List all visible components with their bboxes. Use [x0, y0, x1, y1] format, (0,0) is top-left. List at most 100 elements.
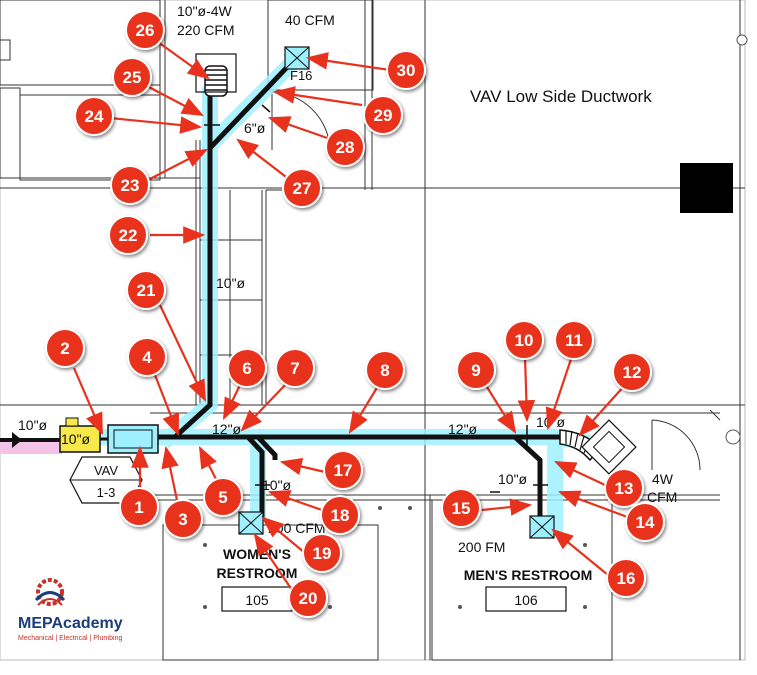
callout-6: 6 — [227, 348, 267, 388]
callout-number: 4 — [142, 348, 152, 367]
label-6dia: 6"ø — [244, 120, 266, 136]
ductwork — [158, 60, 562, 520]
label-10dia-wr: 10"ø — [262, 477, 292, 493]
callout-number: 21 — [137, 281, 156, 300]
flow-arrow-icon — [12, 432, 22, 448]
callout-12: 12 — [612, 352, 652, 392]
grille-16 — [529, 515, 555, 539]
callout-2: 2 — [45, 328, 85, 368]
callout-number: 10 — [515, 331, 534, 350]
callout-number: 28 — [336, 138, 355, 157]
callout-arrows — [72, 41, 631, 591]
label-40cfm: 40 CFM — [285, 12, 335, 28]
mens-label: MEN'S RESTROOM — [464, 567, 593, 583]
callout-23: 23 — [110, 165, 150, 205]
label-vav: VAV — [94, 463, 118, 478]
label-10dia-mr: 10"ø — [498, 471, 528, 487]
mep-academy-logo: MEPAcademy Mechanical | Electrical | Plu… — [18, 578, 123, 642]
callout-17: 17 — [323, 450, 363, 490]
callout-number: 29 — [374, 106, 393, 125]
label-220cfm: 220 CFM — [177, 22, 235, 38]
callout-16: 16 — [606, 558, 646, 598]
label-10dia-vertical: 10"ø — [216, 275, 246, 291]
callout-19: 19 — [302, 533, 342, 573]
label-10dia-inlet: 10"ø — [18, 417, 48, 433]
room-106-box — [485, 586, 567, 612]
callout-8: 8 — [365, 350, 405, 390]
callout-number: 16 — [617, 569, 636, 588]
callout-26: 26 — [125, 10, 165, 50]
callout-3: 3 — [163, 499, 203, 539]
room-105-label: 105 — [245, 592, 269, 608]
logo-tagline: Mechanical | Electrical | Plumbing — [18, 635, 123, 642]
sprinklers — [725, 34, 748, 445]
callout-4: 4 — [127, 337, 167, 377]
womens-label: WOMEN'S — [223, 546, 291, 562]
label-12dia-right: 12"ø — [448, 421, 478, 437]
callout-20: 20 — [288, 578, 328, 618]
callout-10: 10 — [504, 320, 544, 360]
callout-number: 8 — [380, 361, 389, 380]
callout-7: 7 — [275, 348, 315, 388]
callout-18: 18 — [320, 495, 360, 535]
callout-number: 24 — [85, 107, 104, 126]
label-cfm: CFM — [647, 489, 677, 505]
callout-number: 25 — [123, 68, 142, 87]
callout-number: 6 — [242, 359, 251, 378]
callout-number: 30 — [397, 61, 416, 80]
callout-15: 15 — [441, 488, 481, 528]
callout-21: 21 — [126, 270, 166, 310]
callout-29: 29 — [363, 95, 403, 135]
callout-number: 9 — [471, 361, 480, 380]
callout-number: 2 — [60, 339, 69, 358]
callout-number: 17 — [334, 461, 353, 480]
room-105-box — [221, 586, 293, 612]
supply-duct-highlight — [0, 440, 62, 454]
callout-number: 11 — [565, 331, 583, 350]
callout-30: 30 — [386, 50, 426, 90]
column-marker — [680, 163, 733, 213]
callout-number: 23 — [121, 176, 140, 195]
label-10dia-vav: 10"ø — [61, 431, 91, 447]
callout-11: 11 — [554, 320, 594, 360]
callout-number: 14 — [636, 513, 655, 532]
label-4w: 4W — [652, 471, 674, 487]
callout-5: 5 — [203, 477, 243, 517]
dots — [203, 506, 587, 609]
room-106-label: 106 — [514, 592, 538, 608]
callout-14: 14 — [625, 502, 665, 542]
callout-number: 26 — [136, 21, 155, 40]
callout-9: 9 — [456, 350, 496, 390]
callout-number: 5 — [218, 488, 227, 507]
vav-box — [59, 417, 159, 454]
callout-number: 13 — [615, 479, 634, 498]
label-10-4w: 10"ø-4W — [177, 3, 233, 19]
label-200cfm-m: 200 FM — [458, 539, 505, 555]
callout-number: 22 — [119, 226, 138, 245]
callout-1: 1 — [119, 487, 159, 527]
diagram-title: VAV Low Side Ductwork — [470, 87, 652, 106]
callout-number: 12 — [623, 363, 642, 382]
callout-13: 13 — [604, 468, 644, 508]
callout-27: 27 — [282, 168, 322, 208]
callout-number: 18 — [331, 506, 350, 525]
callout-number: 3 — [178, 510, 187, 529]
callout-number: 15 — [452, 499, 471, 518]
callout-number: 19 — [313, 544, 332, 563]
grille-20 — [238, 511, 264, 535]
logo-text: MEPAcademy — [18, 615, 123, 632]
flex-duct-top — [204, 65, 228, 97]
callout-number: 7 — [290, 359, 299, 378]
dampers — [204, 104, 548, 493]
callout-number: 20 — [299, 589, 318, 608]
grille-30 — [284, 46, 310, 70]
label-f16: F16 — [290, 68, 312, 83]
callout-number: 27 — [293, 179, 312, 198]
callout-24: 24 — [74, 96, 114, 136]
callout-28: 28 — [325, 127, 365, 167]
callout-22: 22 — [108, 215, 148, 255]
label-12dia-left: 12"ø — [212, 421, 242, 437]
